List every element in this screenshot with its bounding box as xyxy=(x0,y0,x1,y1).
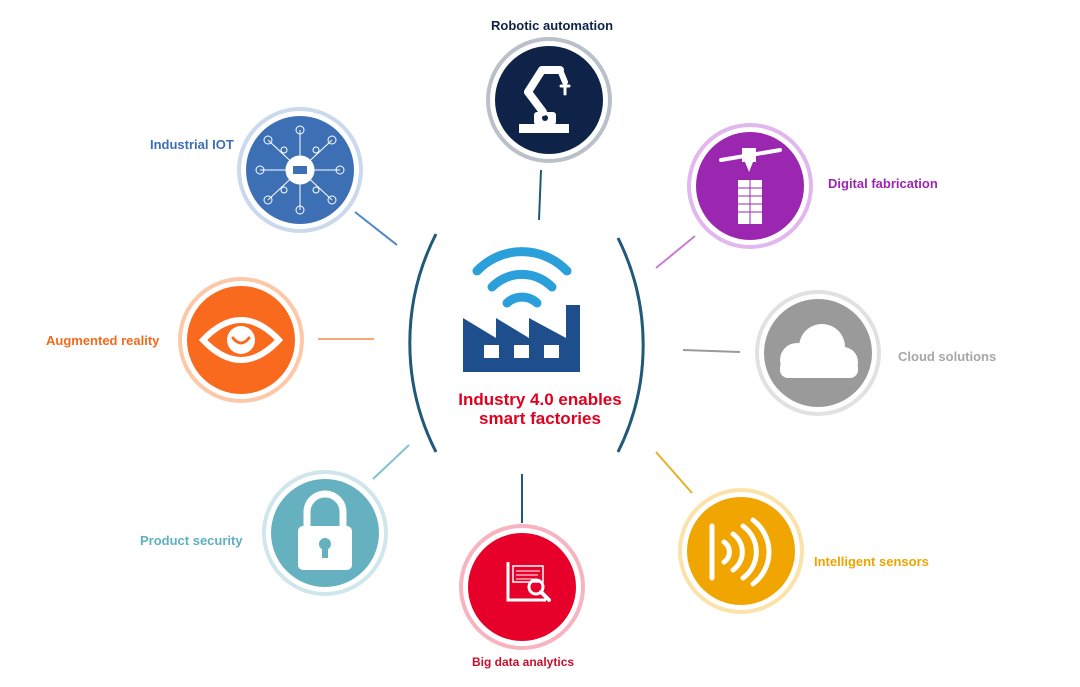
left-arc xyxy=(408,233,438,453)
padlock-icon xyxy=(298,490,352,570)
node-product-security xyxy=(262,470,388,596)
label-cloud-solutions: Cloud solutions xyxy=(898,349,997,364)
eye-icon xyxy=(198,317,284,363)
factory-wifi-icon xyxy=(463,247,580,372)
connector-industrial-iot xyxy=(354,211,398,246)
node-robotic-automation xyxy=(486,37,612,163)
label-industrial-iot: Industrial IOT xyxy=(150,137,234,152)
label-big-data-analytics: Big data analytics xyxy=(472,655,575,669)
node-augmented-reality xyxy=(178,277,304,403)
center-title-line2: smart factories xyxy=(479,409,601,428)
node-digital-fabrication xyxy=(687,123,813,249)
center-title-line1: Industry 4.0 enables xyxy=(458,390,622,409)
3d-printer-icon xyxy=(719,148,782,224)
sensor-waves-icon xyxy=(709,517,772,587)
data-analysis-icon xyxy=(506,562,551,602)
node-cloud-solutions xyxy=(755,290,881,416)
label-intelligent-sensors: Intelligent sensors xyxy=(814,554,929,569)
label-robotic-automation: Robotic automation xyxy=(491,18,614,33)
label-product-security: Product security xyxy=(140,533,243,548)
center-title: Industry 4.0 enables smart factories xyxy=(430,390,650,428)
iot-network-icon xyxy=(255,125,345,215)
robot-arm-icon xyxy=(519,66,571,133)
node-big-data-analytics xyxy=(459,524,585,650)
connector-intelligent-sensors xyxy=(655,451,693,494)
connector-robotic-automation xyxy=(538,169,542,221)
node-industrial-iot xyxy=(237,107,363,233)
connector-digital-fabrication xyxy=(655,235,696,269)
label-augmented-reality: Augmented reality xyxy=(46,333,160,348)
node-intelligent-sensors xyxy=(678,488,804,614)
connector-cloud-solutions xyxy=(682,349,741,353)
right-arc xyxy=(616,237,645,453)
cloud-icon xyxy=(780,324,858,378)
label-digital-fabrication: Digital fabrication xyxy=(828,176,938,191)
connector-product-security xyxy=(372,444,410,480)
